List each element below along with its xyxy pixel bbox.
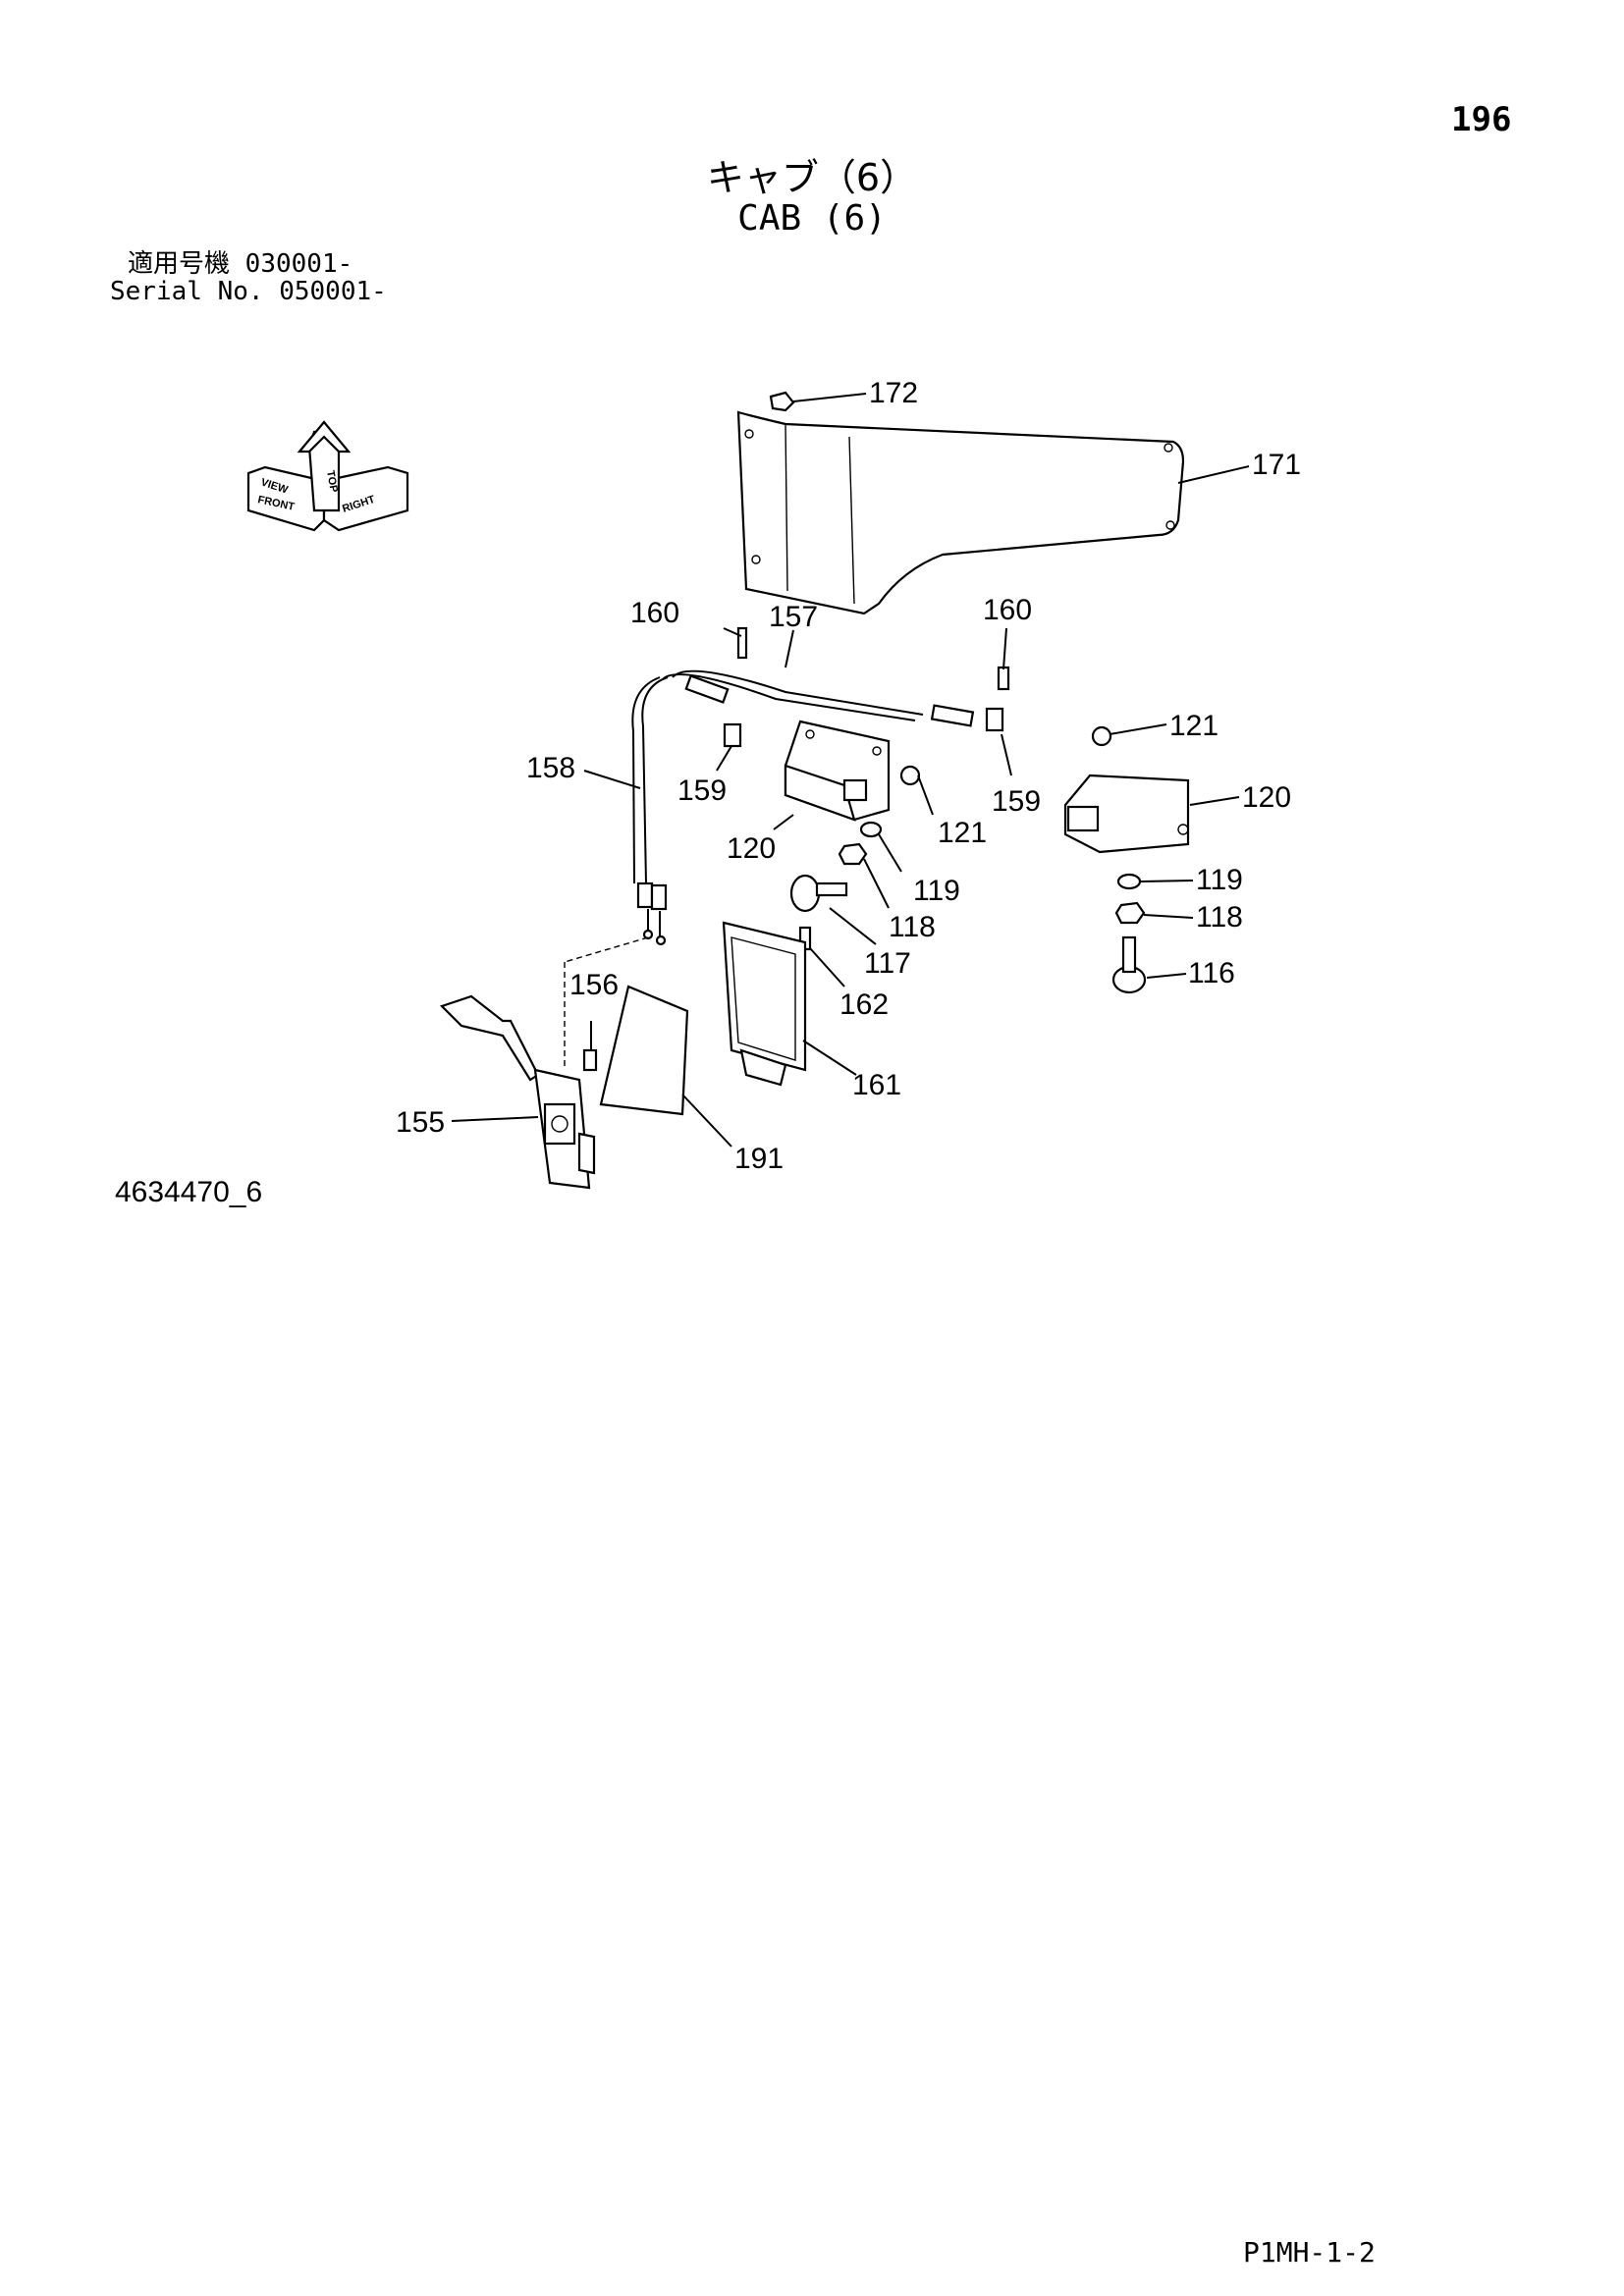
callout-156: 156 [569, 969, 619, 1001]
bracket-120-right [1063, 774, 1190, 854]
callout-121-center: 121 [938, 817, 987, 849]
knob-bolt-116 [1111, 935, 1147, 994]
callout-157: 157 [769, 601, 818, 633]
bolt-156 [582, 1048, 598, 1072]
direction-indicator-icon: FRONT TOP RIGHT VIEW [246, 420, 409, 532]
page-number: 196 [1451, 100, 1512, 139]
cover-panel-171 [736, 410, 1185, 615]
pedal-assembly-155 [439, 994, 596, 1190]
callout-160-left: 160 [630, 597, 679, 629]
callout-158: 158 [526, 752, 575, 784]
callouts: 172 171 160 157 160 121 158 159 159 120 … [396, 377, 1301, 1175]
cable-157-158 [564, 669, 975, 1070]
bolt-121-center [899, 765, 921, 786]
washer-119-right [1116, 873, 1142, 890]
callout-172: 172 [869, 377, 918, 409]
callout-159-left: 159 [677, 774, 727, 807]
clip-159-right [985, 707, 1004, 732]
callout-118-right: 118 [1196, 901, 1243, 934]
serial-label-jp: 適用号機 [128, 249, 231, 279]
sheet-191 [599, 985, 689, 1116]
callout-191: 191 [734, 1143, 784, 1175]
callout-118-center: 118 [889, 911, 936, 943]
bracket-120-center [784, 720, 891, 822]
callout-162: 162 [839, 988, 889, 1021]
bolt-160-left [736, 626, 748, 660]
callout-159-right: 159 [992, 785, 1041, 818]
bolt-121-right [1091, 725, 1112, 747]
callout-160-right: 160 [983, 594, 1032, 626]
callout-119-right: 119 [1196, 864, 1243, 896]
serial-value-2: 050001- [279, 277, 387, 306]
serial-label-en: Serial No. [110, 277, 264, 306]
callout-171: 171 [1252, 449, 1301, 481]
callout-120-right: 120 [1242, 781, 1291, 814]
callout-155: 155 [396, 1106, 445, 1139]
washer-119-center [859, 821, 883, 838]
page-title-english: CAB (6) [737, 198, 887, 239]
serial-line-1: 適用号機 030001- [128, 250, 352, 278]
nut-118-right [1114, 901, 1146, 925]
callout-119-center: 119 [913, 875, 960, 907]
page-title-japanese: キャブ（6） [706, 156, 918, 199]
callout-116: 116 [1188, 957, 1235, 989]
serial-line-2: Serial No. 050001- [110, 278, 387, 305]
serial-value-1: 030001- [244, 249, 353, 279]
callout-161: 161 [852, 1069, 901, 1101]
page-code: P1MH-1-2 [1243, 2236, 1376, 2269]
direction-label-top: TOP [324, 469, 340, 493]
clip-159-left [723, 722, 742, 748]
nut-118-center [838, 842, 868, 866]
bracket-plate-161 [722, 921, 807, 1087]
bolt-172 [769, 391, 795, 412]
bolt-160-right [997, 666, 1010, 691]
drawing-id: 4634470_6 [115, 1176, 263, 1208]
callout-117: 117 [864, 947, 911, 980]
callout-120-center: 120 [727, 832, 776, 865]
callout-121-right: 121 [1169, 710, 1218, 742]
knob-bolt-117 [789, 874, 848, 913]
leader-lines [451, 393, 1250, 1148]
